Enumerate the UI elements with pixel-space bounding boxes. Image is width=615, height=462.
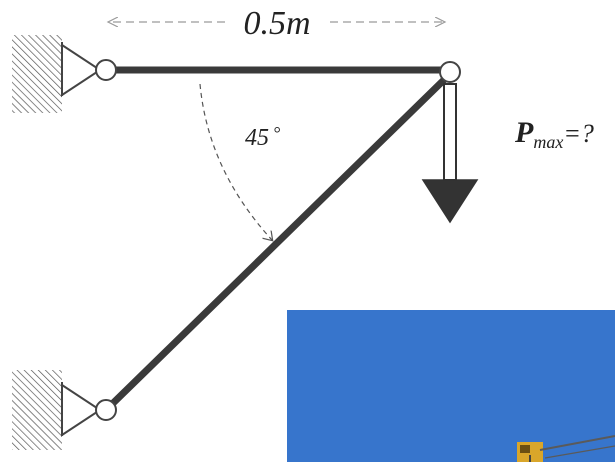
crane-cab <box>517 435 615 462</box>
crane-jib-brace <box>544 445 615 459</box>
crane-cab-window <box>520 445 530 453</box>
apex-pin <box>439 61 461 83</box>
load-arrow-shaft <box>443 83 457 181</box>
photo-sky <box>287 310 615 462</box>
angle-value: 45 <box>245 125 269 151</box>
crane-photo <box>287 310 615 462</box>
angle-label: 45° <box>245 123 280 151</box>
diagonal-member <box>102 70 454 414</box>
load-suffix: =? <box>563 119 594 148</box>
angle-unit: ° <box>273 123 280 143</box>
top-pin-support <box>61 43 102 97</box>
crane-jib <box>539 435 615 451</box>
top-left-pin <box>95 59 117 81</box>
load-arrow-head <box>421 179 479 224</box>
photo-sky-gradient <box>287 310 615 462</box>
load-label: Pmax=? <box>514 116 594 152</box>
bottom-wall-hatch <box>12 370 62 450</box>
load-symbol: P <box>514 116 534 149</box>
bottom-left-pin <box>95 399 117 421</box>
span-label: 0.5m <box>243 5 310 42</box>
angle-arc <box>199 83 272 240</box>
bottom-pin-support <box>61 383 102 437</box>
load-subscript: max <box>533 132 563 152</box>
top-wall-hatch <box>12 35 62 113</box>
